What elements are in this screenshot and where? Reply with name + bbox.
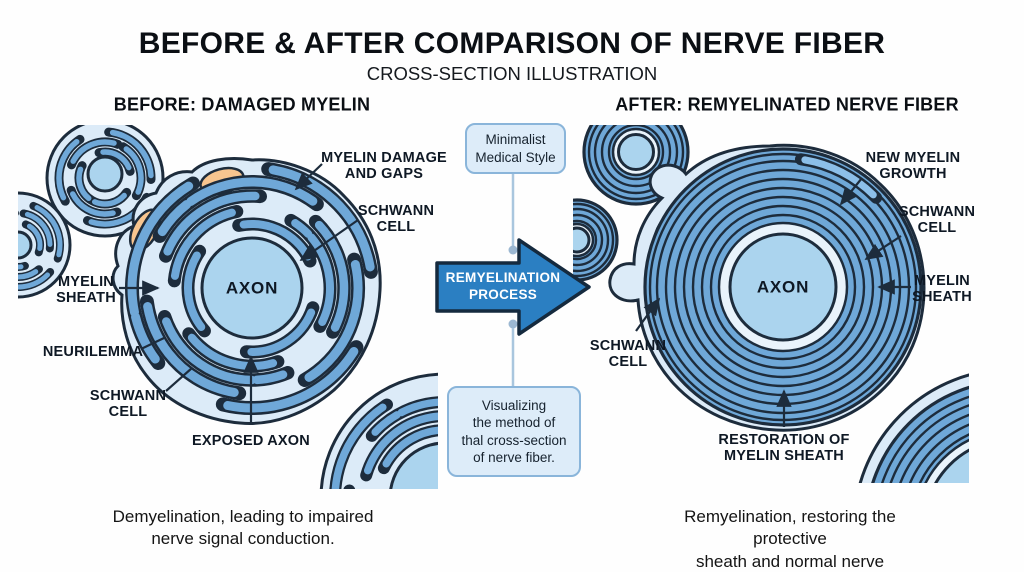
label-axon-after: AXON (756, 277, 810, 297)
label-neurilemma: NEURILEMMA (42, 343, 144, 360)
before-heading: BEFORE: DAMAGED MYELIN (113, 94, 371, 115)
decorative-fiber-intact-leftedge (573, 198, 619, 282)
before-caption: Demyelination, leading to impaired nerve… (112, 507, 374, 549)
label-myelin-sheath-right: MYELIN SHEATH (912, 272, 972, 305)
label-schwann-cell-top: SCHWANN CELL (357, 202, 435, 235)
label-myelin-sheath: MYELIN SHEATH (56, 273, 116, 306)
decorative-fiber-damaged-topleft (45, 125, 165, 238)
decorative-fiber-damaged-bottomright (319, 372, 438, 489)
remyelination-arrow (435, 238, 591, 336)
after-caption: Remyelination, restoring the protective … (684, 507, 896, 571)
page-title: BEFORE & AFTER COMPARISON OF NERVE FIBER (138, 27, 886, 60)
label-axon-before: AXON (225, 278, 279, 298)
decorative-fiber-damaged-leftedge (18, 191, 72, 299)
label-exposed-axon: EXPOSED AXON (192, 432, 310, 449)
after-heading: AFTER: REMYELINATED NERVE FIBER (615, 94, 959, 115)
after-panel-art (573, 125, 969, 483)
label-myelin-damage: MYELIN DAMAGE AND GAPS (321, 149, 447, 182)
decorative-fiber-intact-bottomright (858, 373, 969, 483)
viz-note-box: Visualizing the method of thal cross-sec… (447, 386, 581, 477)
center-connectors (508, 171, 518, 386)
label-schwann-cell-left: SCHWANN CELL (589, 337, 667, 370)
page-subtitle: CROSS-SECTION ILLUSTRATION (366, 63, 658, 84)
label-new-myelin-growth: NEW MYELIN GROWTH (865, 149, 961, 182)
leader-lines (119, 163, 911, 427)
new-myelin-segment (648, 152, 918, 422)
style-note-text: Minimalist Medical Style (475, 132, 556, 165)
remyelination-arrow-label: REMYELINATION PROCESS (445, 270, 561, 302)
remyelinated-nerve-fiber (608, 143, 926, 432)
label-schwann-cell-right: SCHWANN CELL (898, 203, 976, 236)
label-restoration: RESTORATION OF MYELIN SHEATH (718, 431, 850, 464)
before-panel-art (18, 125, 438, 489)
label-schwann-cell-bottom: SCHWANN CELL (89, 387, 167, 420)
style-note-box: Minimalist Medical Style (465, 123, 566, 174)
viz-note-text: Visualizing the method of thal cross-sec… (461, 397, 567, 465)
damaged-nerve-fiber (111, 157, 382, 425)
